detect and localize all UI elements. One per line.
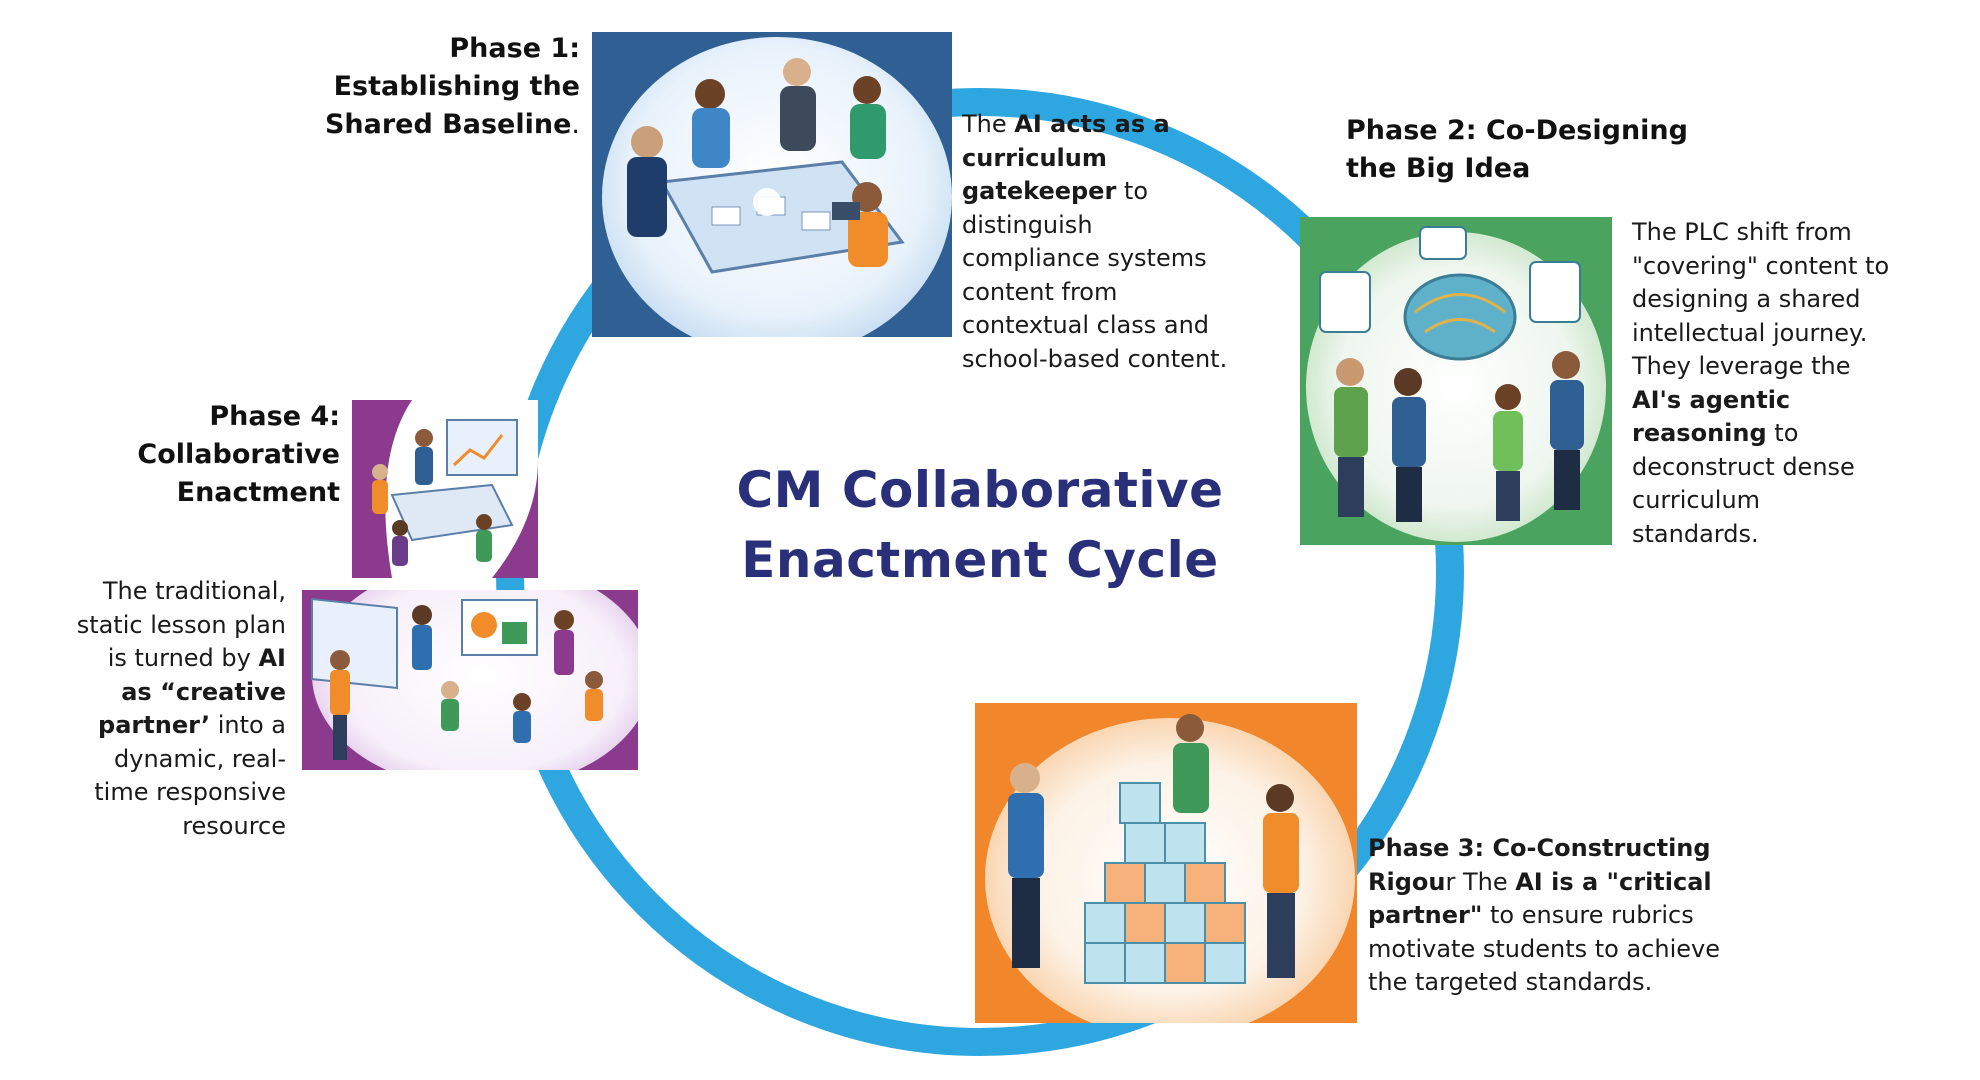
phase3-desc-l5: the targeted standards. bbox=[1368, 968, 1653, 996]
phase4-desc-l3b: AI bbox=[258, 644, 286, 672]
phase1-desc-l2: curriculum bbox=[962, 143, 1107, 172]
phase2-desc-l7b: reasoning bbox=[1632, 419, 1767, 447]
cycle-title-line2: Enactment Cycle bbox=[741, 531, 1219, 589]
phase1-title-line2: Establishing the bbox=[333, 71, 580, 102]
phase1-title-period: . bbox=[571, 109, 580, 140]
phase4-desc-l4: as “creative bbox=[121, 677, 286, 706]
phase3-image bbox=[975, 703, 1357, 1023]
phase2-desc-l1: The PLC shift from bbox=[1632, 218, 1852, 246]
phase4-desc-l8: resource bbox=[182, 811, 286, 840]
phase3-desc-l4: motivate students to achieve bbox=[1368, 934, 1720, 963]
phase2-title: Phase 2: Co-Designing the Big Idea bbox=[1346, 112, 1706, 188]
phase2-desc-l6: AI's agentic bbox=[1632, 385, 1791, 414]
cycle-title-line1: CM Collaborative bbox=[736, 461, 1224, 519]
phase2-desc-l10: standards. bbox=[1632, 519, 1759, 548]
phase4-title: Phase 4: Collaborative Enactment bbox=[100, 398, 340, 512]
phase2-image bbox=[1300, 217, 1612, 545]
phase1-title-line1: Phase 1: bbox=[449, 33, 580, 64]
phase2-desc-l8: deconstruct dense bbox=[1632, 452, 1855, 481]
phase4-desc-l6: dynamic, real- bbox=[114, 744, 286, 773]
phase4-desc-l1: The traditional, bbox=[102, 577, 286, 605]
cycle-title: CM Collaborative Enactment Cycle bbox=[700, 455, 1260, 595]
phase3-title-line1: Phase 3: Co-Constructing bbox=[1368, 834, 1711, 862]
phase1-desc-l1a: The bbox=[962, 110, 1015, 138]
phase4-desc-l3a: is turned by bbox=[107, 644, 259, 672]
phase4-description: The traditional, static lesson plan is t… bbox=[60, 575, 286, 843]
phase1-description: The AI acts as a curriculum gatekeeper t… bbox=[962, 108, 1252, 376]
phase4-title-line1: Phase 4: bbox=[209, 401, 340, 432]
phase1-desc-l5: compliance systems bbox=[962, 244, 1207, 272]
phase1-desc-l6: content from bbox=[962, 277, 1118, 306]
phase2-desc-l9: curriculum bbox=[1632, 486, 1761, 514]
phase4-desc-l5b: partner’ bbox=[98, 711, 211, 739]
phase2-desc-l3: designing a shared bbox=[1632, 285, 1861, 313]
phase3-text: Phase 3: Co-Constructing Rigour The AI i… bbox=[1368, 832, 1768, 1000]
phase4-image-top bbox=[352, 400, 538, 578]
phase3-title-line2-bold2: AI is a "critical bbox=[1515, 867, 1712, 896]
phase3-title-line2: r The bbox=[1445, 867, 1516, 896]
phase3-title-line2-bold: Rigou bbox=[1368, 867, 1446, 896]
phase4-title-line2: Collaborative bbox=[137, 439, 340, 470]
phase3-desc-l3b: partner" bbox=[1368, 901, 1483, 929]
phase1-title: Phase 1: Establishing the Shared Baselin… bbox=[300, 30, 580, 144]
phase4-desc-l5a: into a bbox=[210, 711, 286, 739]
phase1-desc-l3a: to bbox=[1116, 177, 1149, 205]
phase1-image bbox=[592, 32, 952, 337]
phase1-desc-l7: contextual class and bbox=[962, 311, 1210, 339]
phase2-desc-l7a: to bbox=[1766, 419, 1799, 447]
phase2-desc-l2: "covering" content to bbox=[1632, 251, 1890, 280]
phase2-desc-l4: intellectual journey. bbox=[1632, 318, 1868, 347]
phase1-desc-l1b: AI acts as a bbox=[1014, 110, 1170, 138]
phase4-desc-l7: time responsive bbox=[94, 778, 286, 806]
phase1-desc-l3b: gatekeeper bbox=[962, 177, 1117, 205]
phase2-title-line1: Phase 2: Co-Designing bbox=[1346, 115, 1688, 146]
phase4-image-bottom bbox=[302, 590, 638, 770]
phase2-desc-l5: They leverage the bbox=[1632, 352, 1851, 380]
phase4-desc-l2: static lesson plan bbox=[76, 610, 286, 639]
phase1-desc-l8: school-based content. bbox=[962, 344, 1228, 373]
phase3-desc-l3a: to ensure rubrics bbox=[1482, 901, 1694, 929]
phase2-title-line2: the Big Idea bbox=[1346, 153, 1531, 184]
phase1-title-line3: Shared Baseline bbox=[324, 109, 572, 140]
phase4-title-line3: Enactment bbox=[176, 477, 340, 508]
phase1-desc-l4: distinguish bbox=[962, 210, 1093, 239]
phase2-description: The PLC shift from "covering" content to… bbox=[1632, 216, 1902, 551]
